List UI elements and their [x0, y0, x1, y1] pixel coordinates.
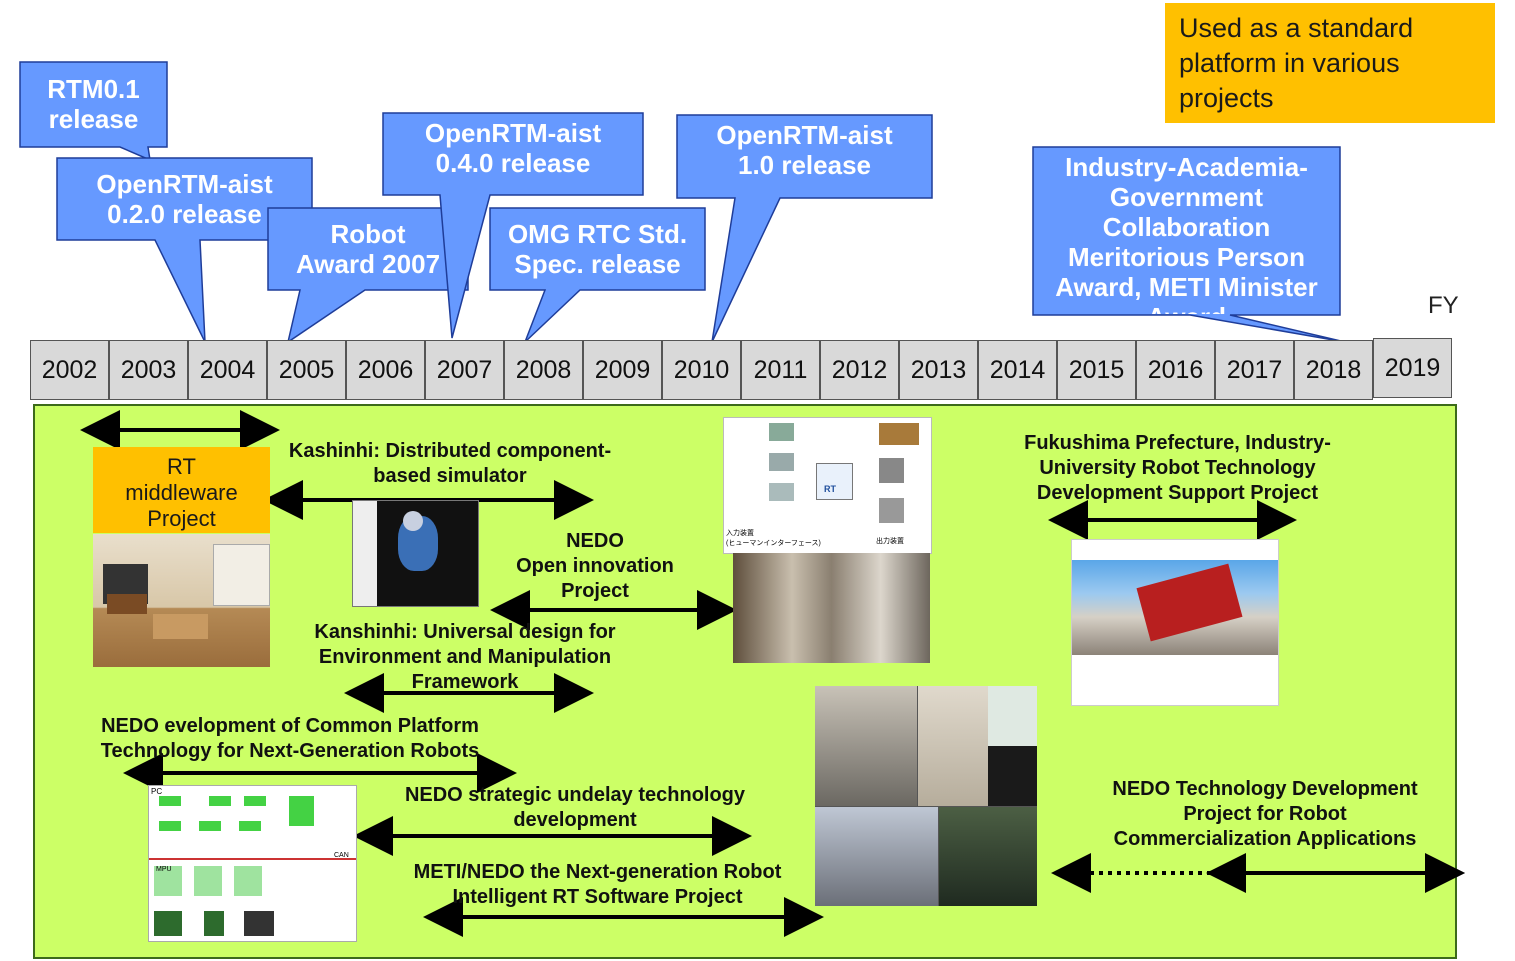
year-cell: 2019: [1373, 338, 1452, 398]
year-cell: 2003: [109, 340, 188, 400]
simulator-screenshot: [352, 500, 479, 607]
year-cell: 2016: [1136, 340, 1215, 400]
pc-block-diagram: PC CAN MPU: [148, 785, 357, 942]
year-cell: 2004: [188, 340, 267, 400]
output-device-label: 出力装置: [876, 538, 904, 545]
mpu-label: MPU: [156, 866, 172, 873]
label-meti-nedo: METI/NEDO the Next-generation Robot Inte…: [413, 861, 782, 908]
pc-label: PC: [151, 787, 163, 796]
label-nedo-tech: NEDO Technology Development Project for …: [1112, 778, 1418, 850]
callout-rtm01-shape: [19, 61, 168, 162]
callout-openrtm020: OpenRTM-aist 0.2.0 release: [96, 169, 273, 229]
year-cell: 2017: [1215, 340, 1294, 400]
rt-middleware-box: RT middleware Project: [93, 447, 270, 533]
standard-platform-box: Used as a standard platform in various p…: [1165, 3, 1495, 123]
year-cell: 2013: [899, 340, 978, 400]
year-cell: 2012: [820, 340, 899, 400]
label-kanshinhi-ud: Kanshinhi: Universal design for Environm…: [314, 621, 616, 693]
year-cell: 2010: [662, 340, 741, 400]
can-label: CAN: [334, 852, 349, 859]
label-nedo-strategic: NEDO strategic undelay technology develo…: [404, 784, 746, 831]
open-innovation-diagram: RT 入力装置 (ヒューマンインターフェース) 出力装置: [723, 417, 932, 554]
input-device-label: 入力装置 (ヒューマンインターフェース): [726, 530, 821, 547]
callout-industry-award: Industry-Academia- Government Collaborat…: [1055, 152, 1318, 314]
callout-openrtm040-shape: [382, 112, 644, 339]
fy-label: FY: [1428, 292, 1459, 319]
year-cell: 2011: [741, 340, 820, 400]
year-cell: 2009: [583, 340, 662, 400]
rt-logo: RT: [824, 484, 836, 494]
callout-industry-award-shape: [1032, 146, 1346, 343]
room-photo: [93, 534, 270, 667]
label-fukushima: Fukushima Prefecture, Industry- Universi…: [1024, 432, 1331, 504]
year-cell: 2008: [504, 340, 583, 400]
callout-openrtm10: OpenRTM-aist 1.0 release: [716, 120, 893, 180]
label-nedo-open: NEDO Open innovation Project: [516, 530, 674, 602]
year-cell: 2007: [425, 340, 504, 400]
year-cell: 2014: [978, 340, 1057, 400]
robots-collage: [815, 686, 1037, 906]
callout-rtm01: RTM0.1 release: [47, 74, 140, 134]
year-bar: 2002 2003 2004 2005 2006 2007 2008 2009 …: [30, 338, 1452, 402]
callout-openrtm020-shape: [56, 157, 313, 343]
year-cell: 2005: [267, 340, 346, 400]
year-cell: 2006: [346, 340, 425, 400]
callout-omg: OMG RTC Std. Spec. release: [507, 219, 688, 279]
year-cell: 2002: [30, 340, 109, 400]
fukushima-website: [1071, 539, 1279, 706]
year-cell: 2018: [1294, 340, 1373, 400]
callout-robot-award: Robot Award 2007: [295, 219, 441, 279]
lab-room-photo: [733, 553, 930, 663]
callout-openrtm10-shape: [676, 114, 933, 343]
callout-openrtm040: OpenRTM-aist 0.4.0 release: [424, 118, 602, 178]
label-kashinhi-sim: Kashinhi: Distributed component- based s…: [288, 440, 612, 487]
label-nedo-common: NEDO evelopment of Common Platform Techn…: [100, 715, 480, 762]
year-cell: 2015: [1057, 340, 1136, 400]
callout-omg-shape: [489, 207, 706, 343]
